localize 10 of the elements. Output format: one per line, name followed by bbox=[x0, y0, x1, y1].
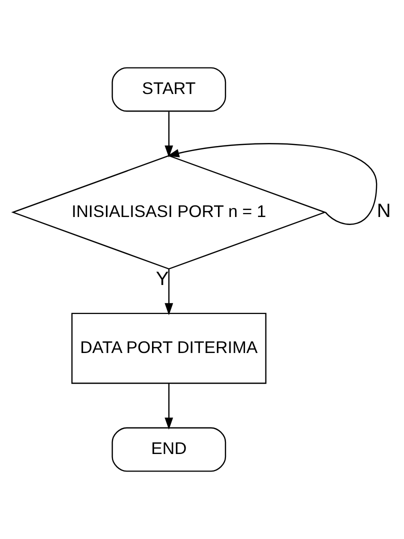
arrow bbox=[164, 384, 174, 430]
arrow bbox=[167, 143, 378, 225]
node-box: DATA PORT DITERIMA bbox=[71, 312, 266, 384]
arrow bbox=[164, 112, 174, 158]
arrow bbox=[164, 269, 174, 316]
node-box: END bbox=[112, 427, 226, 472]
edge-label: Y bbox=[156, 269, 169, 290]
node-box: START bbox=[112, 67, 226, 112]
edge-label: N bbox=[376, 200, 391, 222]
node-diamond: INISIALISASI PORT n = 1 bbox=[11, 155, 327, 270]
